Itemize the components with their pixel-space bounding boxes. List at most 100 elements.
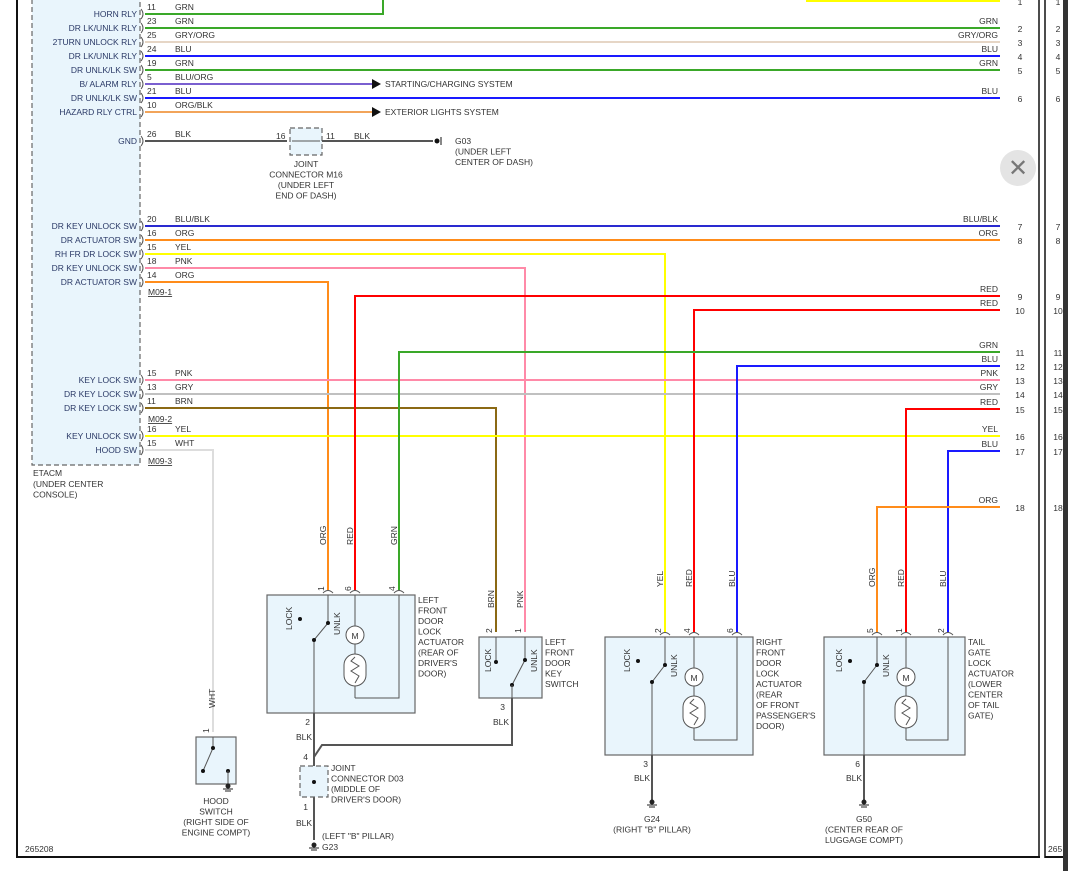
contact-dot — [494, 660, 498, 664]
lf_actuator-label: ACTUATOR — [418, 637, 464, 647]
switch-icon — [636, 637, 667, 755]
wire-color-code: GRN — [979, 16, 998, 26]
pin-number: 4 — [387, 586, 397, 591]
hood-switch-label: (RIGHT SIDE OF — [183, 817, 249, 827]
wire-color-code: BLK — [296, 732, 312, 742]
arrow-icon — [372, 79, 381, 89]
hood-switch — [195, 736, 237, 785]
wire-color-code: YEL — [655, 571, 665, 587]
wire-color-code: BLU — [981, 44, 998, 54]
pin-connector-icon — [140, 50, 144, 62]
pin-number: 20 — [147, 214, 157, 224]
resistor-zigzag — [350, 656, 360, 684]
next-page-terminal-number: 4 — [1056, 52, 1061, 62]
switch-blade — [313, 622, 329, 641]
pin-connector-icon — [140, 64, 144, 76]
lf-key-switch-label: DOOR — [545, 658, 571, 668]
pin-number: 10 — [147, 100, 157, 110]
wire-color-code: GRY/ORG — [175, 30, 215, 40]
wire-color-code: RED — [684, 569, 694, 587]
ground-dot — [311, 842, 317, 848]
ground-g23-icon — [309, 842, 319, 851]
wire-color-code: RED — [980, 397, 998, 407]
connector-id: M09-1 — [148, 287, 172, 297]
tailgate_actuator-label: OF TAIL — [968, 700, 1000, 710]
motor-icon — [684, 667, 704, 687]
wire-color-code: YEL — [175, 424, 191, 434]
pin-connector-icon — [140, 92, 144, 104]
etacm-pin-label: DR ACTUATOR SW — [61, 235, 137, 245]
pin-connector-icon — [140, 234, 144, 246]
wire-color-code: RED — [345, 527, 355, 545]
etacm-pin-label: DR KEY UNLOCK SW — [52, 221, 137, 231]
motor-icon — [896, 667, 916, 687]
pin-number: 3 — [500, 702, 505, 712]
pin-number: 3 — [643, 759, 648, 769]
next-page-terminal-number: 1 — [1056, 0, 1061, 7]
next-page-terminal-number: 16 — [1053, 432, 1063, 442]
lock-contact — [636, 659, 640, 663]
contact-dot — [875, 663, 879, 667]
pin-number: 23 — [147, 16, 157, 26]
wire-org — [145, 281, 329, 590]
wire-color-code: BLU/ORG — [175, 72, 213, 82]
terminal-number: 14 — [1015, 390, 1025, 400]
terminal-number: 18 — [1015, 503, 1025, 513]
wire-color-code: GRN — [979, 340, 998, 350]
joint-d03-label: JOINT — [331, 763, 356, 773]
ground-g50-label: G50 — [856, 814, 872, 824]
wire-color-code: BLK — [354, 131, 370, 141]
wire-color-code: BRN — [175, 396, 193, 406]
pin-connector-icon — [140, 262, 144, 274]
resistor-icon — [894, 695, 918, 729]
terminal-number: 9 — [1018, 292, 1023, 302]
switch-blade — [863, 664, 878, 683]
wire-color-code: GRN — [175, 2, 194, 12]
joint-dot — [312, 780, 316, 784]
wire-color-code: ORG — [979, 228, 998, 238]
close-button[interactable]: ✕ — [1000, 150, 1036, 186]
ground-icon — [434, 138, 440, 144]
wire-color-code: BLU — [175, 86, 192, 96]
motor-label: M — [351, 631, 358, 641]
ground-dot — [649, 799, 655, 805]
wire-org — [876, 506, 1000, 632]
lock-label: LOCK — [483, 649, 493, 672]
terminal-number: 16 — [1015, 432, 1025, 442]
wire-color-code: BLK — [846, 773, 862, 783]
diagram-id-partial: 265 — [1048, 844, 1062, 854]
lf_actuator-label: DRIVER'S — [418, 658, 458, 668]
pin-number: 1 — [894, 628, 904, 633]
terminal-number: 13 — [1015, 376, 1025, 386]
switch-icon — [848, 637, 879, 755]
switch-icon — [298, 595, 330, 713]
scrollbar[interactable] — [1063, 0, 1068, 871]
wire-yel — [145, 253, 666, 632]
wire-color-code: BLU — [175, 44, 192, 54]
wire-color-code: BLU — [938, 570, 948, 587]
pin-number: 11 — [147, 2, 156, 12]
wire-color-code: ORG/BLK — [175, 100, 213, 110]
etacm-pin-label: HORN RLY — [94, 9, 138, 19]
pin-number: 1 — [513, 628, 523, 633]
lf-key-switch-label: FRONT — [545, 648, 574, 658]
pivot-dot — [862, 680, 866, 684]
pin-number: 1 — [316, 586, 326, 591]
pin-number: 2 — [484, 628, 494, 633]
tailgate_actuator — [823, 636, 966, 756]
next-page-terminal-number: 18 — [1053, 503, 1063, 513]
etacm-name: ETACM — [33, 468, 62, 478]
motor-label: M — [690, 673, 697, 683]
ground-dot — [861, 799, 867, 805]
wire-red — [905, 408, 1000, 632]
terminal-number: 10 — [1015, 306, 1025, 316]
wire-color-code: BLU — [981, 439, 998, 449]
wire-color-code: GRY — [175, 382, 194, 392]
contact-dot — [211, 746, 215, 750]
pin-number: 13 — [147, 382, 157, 392]
switch-blade — [651, 664, 666, 683]
pin-number: 26 — [147, 129, 157, 139]
unlock-label: UNLK — [529, 649, 539, 672]
wire-color-code: PNK — [515, 590, 525, 608]
wire-wht — [145, 449, 214, 732]
